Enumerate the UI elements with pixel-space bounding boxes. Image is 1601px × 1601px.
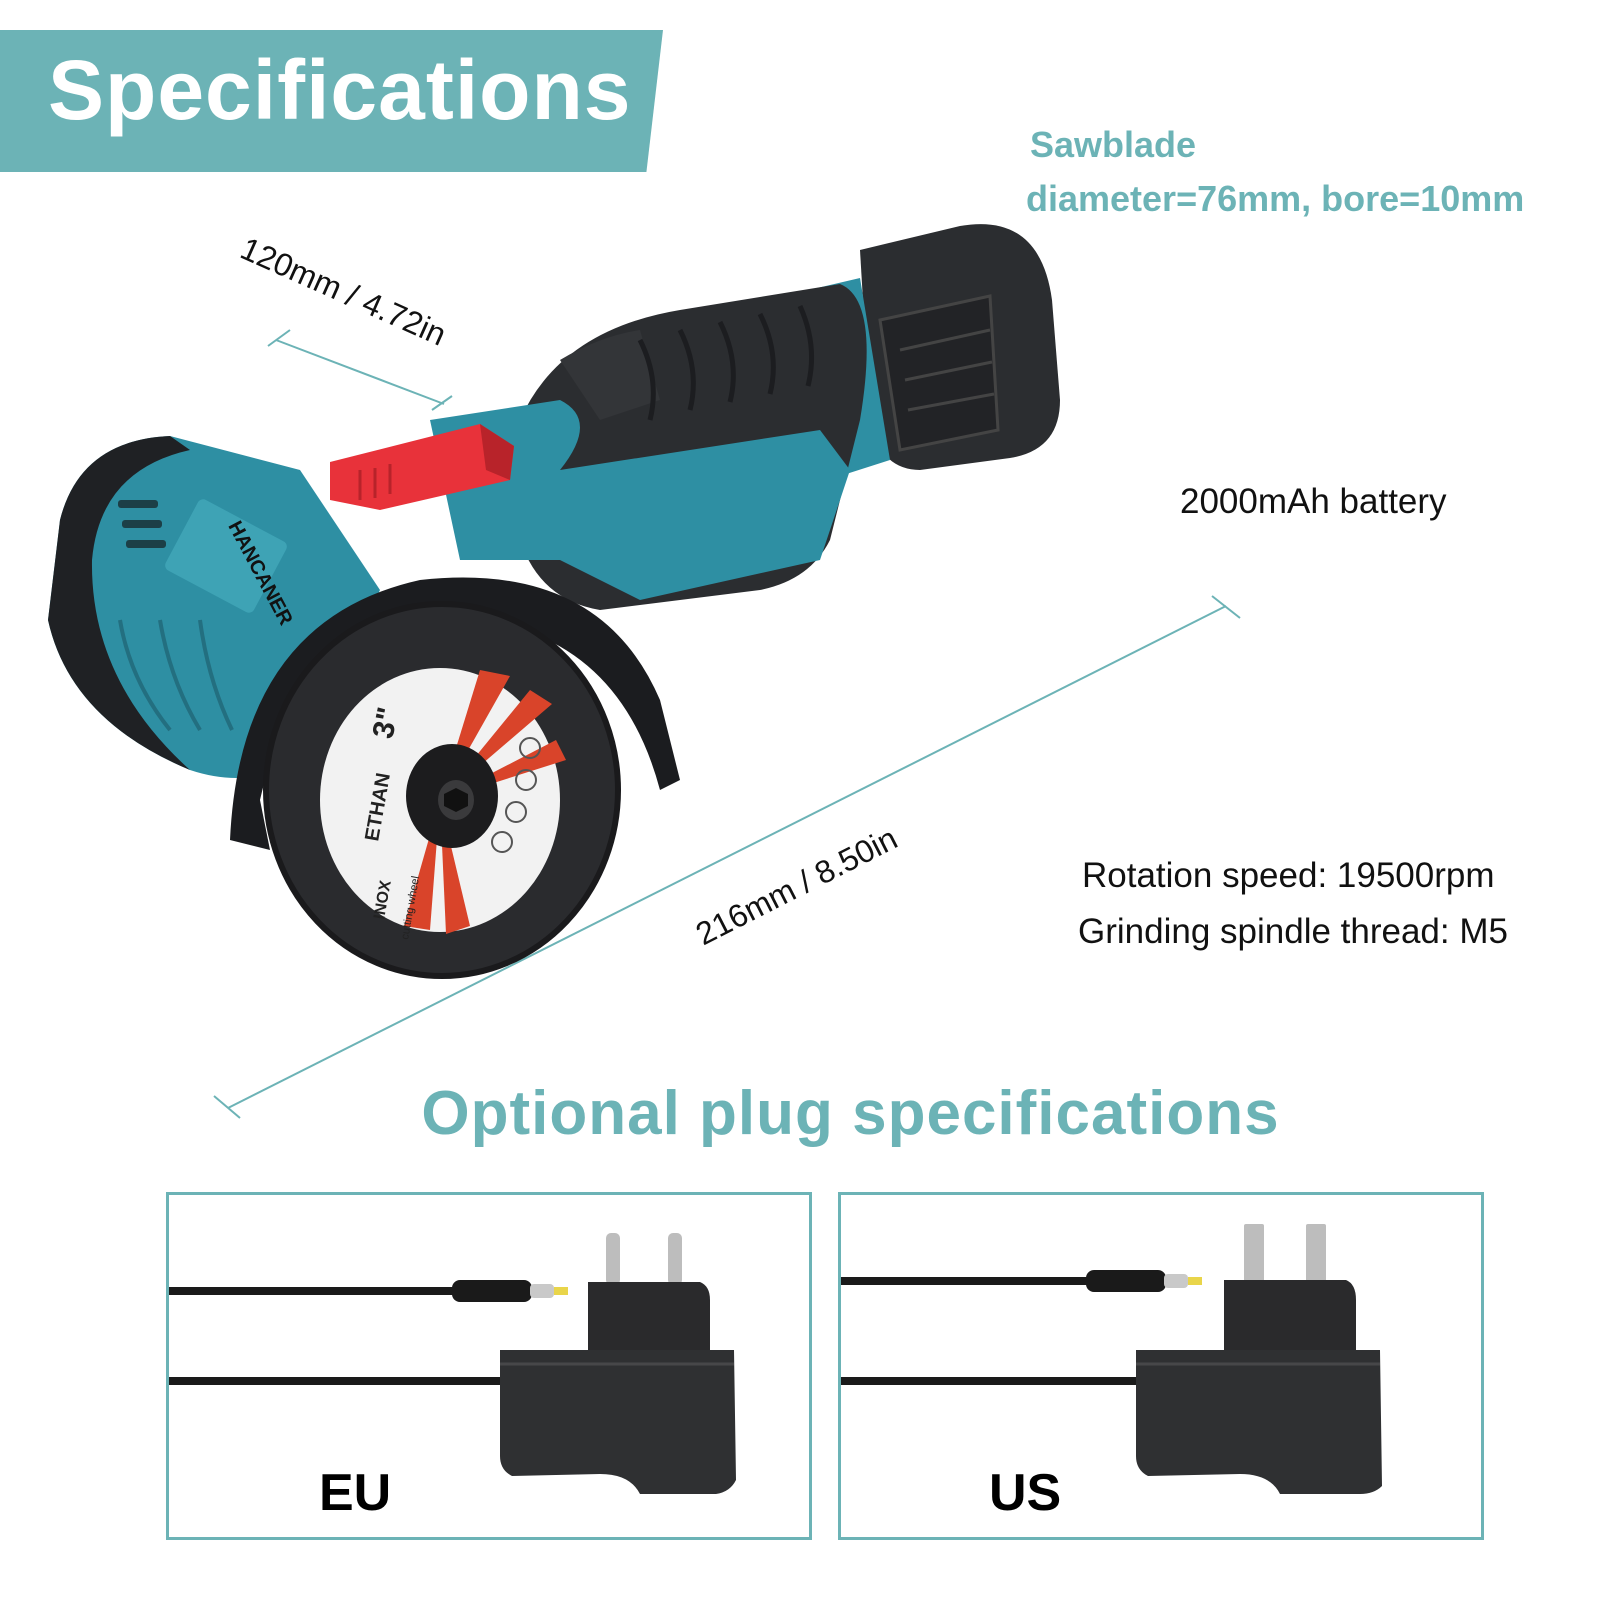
- rotation-speed-spec: Rotation speed: 19500rpm: [1082, 856, 1495, 895]
- power-switch: [330, 424, 514, 510]
- spindle-thread-spec: Grinding spindle thread: M5: [1078, 912, 1508, 951]
- width-dimension-line: [267, 329, 453, 411]
- us-plug-option: US: [838, 1192, 1484, 1540]
- page-title: Specifications: [48, 43, 632, 137]
- disc-type: INOX: [371, 879, 395, 921]
- us-plug-label: US: [989, 1464, 1062, 1522]
- disc-size: 3": [367, 704, 406, 741]
- sawblade-title: Sawblade: [1030, 124, 1197, 165]
- us-charger-illustration: [840, 1224, 1382, 1494]
- tool-body-blue: [430, 400, 850, 600]
- cutting-disc: 3" ETHAN INOX cutting wheel: [263, 601, 621, 979]
- sawblade-spec: Sawblade diameter=76mm, bore=10mm: [1026, 118, 1524, 226]
- battery-spec: 2000mAh battery: [1180, 482, 1447, 521]
- header-banner: [0, 30, 663, 172]
- sawblade-dimensions: diameter=76mm, bore=10mm: [1026, 178, 1525, 219]
- eu-plug-option: EU: [166, 1192, 812, 1540]
- eu-charger-illustration: [168, 1233, 736, 1494]
- length-dimension-line: [213, 595, 1241, 1119]
- plug-section-title: Optional plug specifications: [421, 1079, 1280, 1148]
- eu-plug-label: EU: [319, 1464, 392, 1522]
- battery-pack: [860, 224, 1060, 470]
